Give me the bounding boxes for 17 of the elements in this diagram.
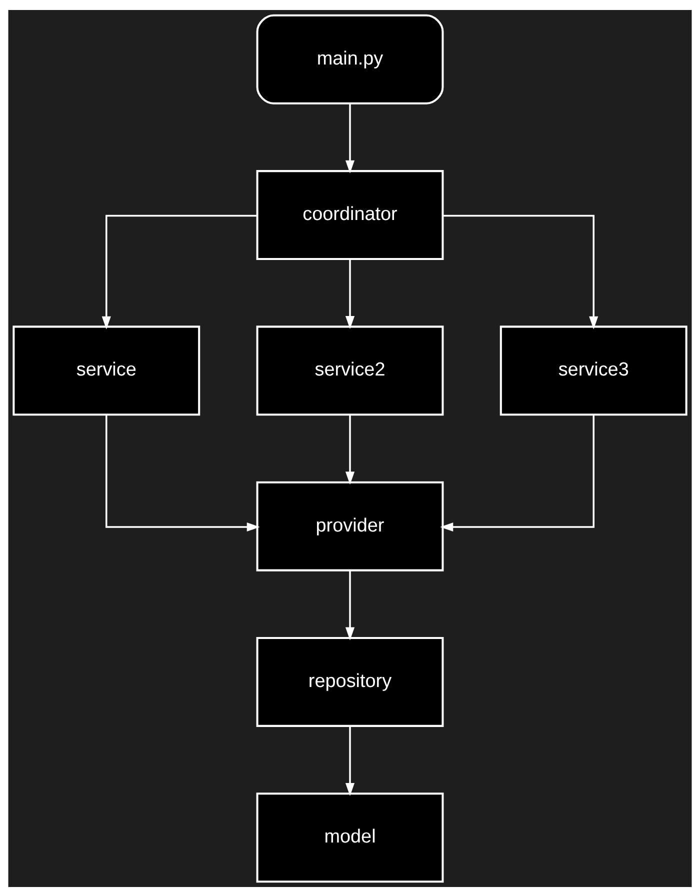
node-box: service3 (500, 325, 688, 416)
arrow (442, 214, 598, 329)
node-box: model (256, 792, 444, 882)
arrow (102, 214, 258, 329)
arrow (345, 414, 355, 484)
arrow (345, 570, 355, 640)
arrow (345, 103, 355, 173)
arrow (345, 258, 355, 329)
node-box: service (12, 325, 200, 416)
arrow (440, 414, 594, 532)
node-box: coordinator (256, 170, 444, 260)
node-box: service2 (256, 325, 444, 416)
arrow (345, 726, 355, 796)
node-box: repository (256, 636, 444, 726)
node-box: provider (256, 480, 444, 571)
arrow (106, 414, 260, 532)
node-box: main.py (256, 14, 444, 104)
